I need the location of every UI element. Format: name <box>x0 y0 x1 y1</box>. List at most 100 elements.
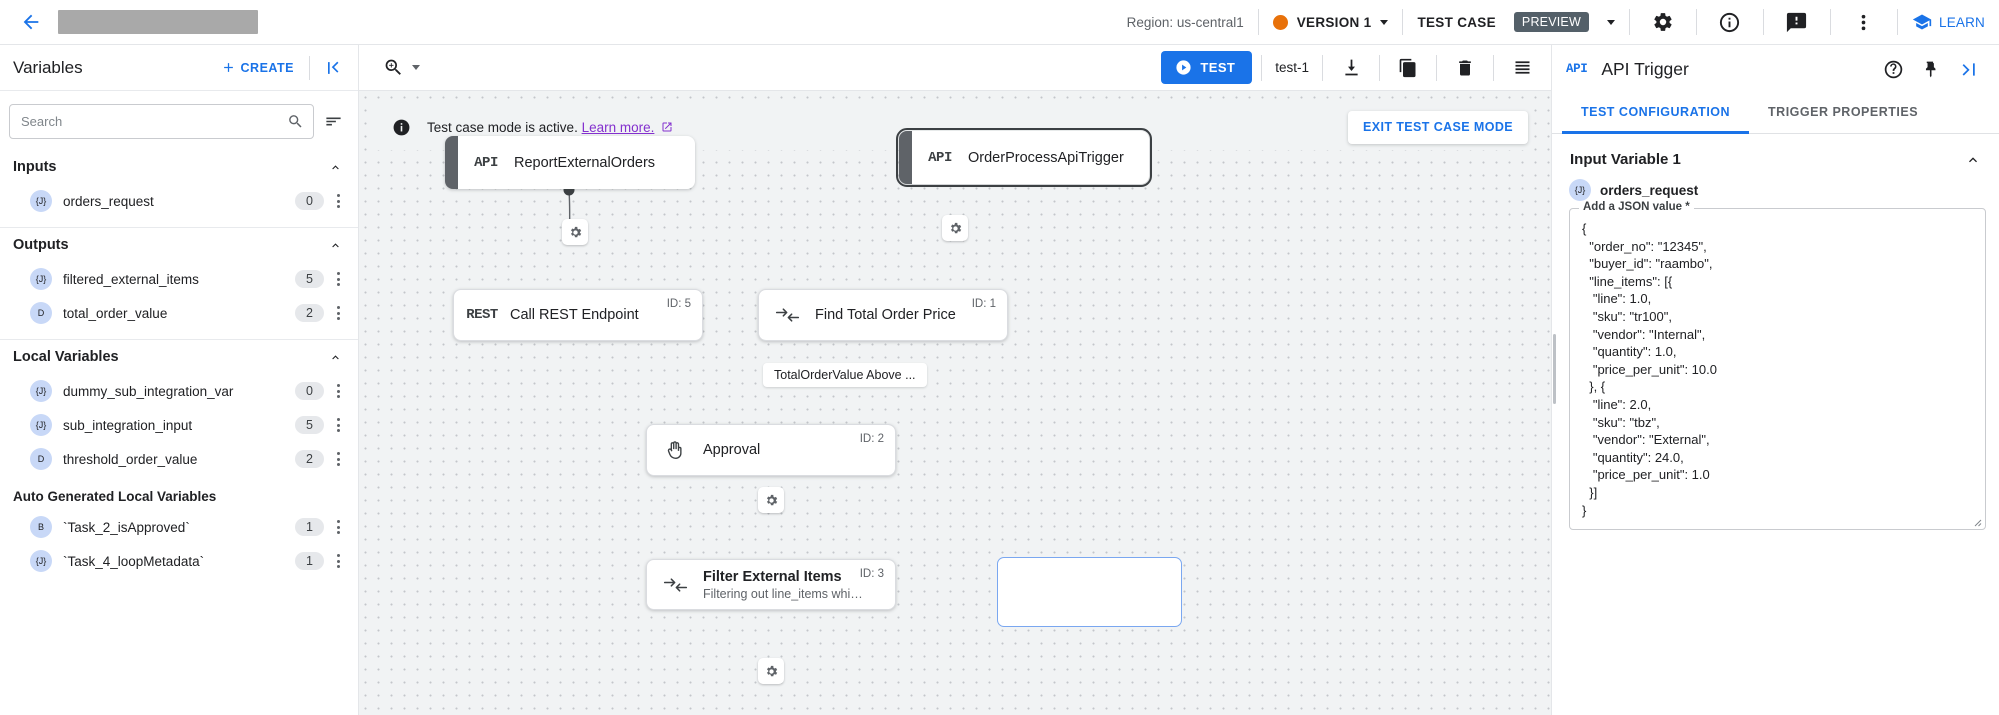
variable-item[interactable]: {J} `Task_4_loopMetadata` 1 <box>0 544 358 578</box>
pin-icon[interactable] <box>1912 50 1950 88</box>
input-variable-row: {J} orders_request <box>1565 179 1986 208</box>
sort-filter-icon[interactable] <box>320 108 347 135</box>
download-icon[interactable] <box>1332 49 1370 87</box>
info-icon[interactable] <box>1711 3 1749 41</box>
back-arrow-icon[interactable] <box>14 5 48 39</box>
variable-name: sub_integration_input <box>63 417 193 433</box>
banner-text: Test case mode is active. Learn more. <box>427 120 673 135</box>
variables-list[interactable]: Inputs {J} orders_request 0 Outputs <box>0 150 358 715</box>
variable-item[interactable]: {J} orders_request 0 <box>0 184 358 218</box>
node-approval[interactable]: Approval ID: 2 <box>646 424 896 476</box>
test-button-label: TEST <box>1200 60 1236 75</box>
edge-settings-gear-icon[interactable] <box>942 215 968 241</box>
more-vert-icon[interactable] <box>1845 3 1883 41</box>
chevron-down-icon <box>412 65 420 70</box>
edge-settings-gear-icon[interactable] <box>758 658 784 684</box>
divider <box>1257 9 1259 35</box>
variable-more-icon[interactable] <box>331 269 345 289</box>
workflow-canvas[interactable]: Test case mode is active. Learn more. EX… <box>359 91 1551 715</box>
selected-region-box[interactable] <box>997 557 1182 627</box>
variable-item[interactable]: D threshold_order_value 2 <box>0 442 358 476</box>
create-variable-button[interactable]: CREATE <box>216 55 299 80</box>
top-app-bar: Region: us-central1 VERSION 1 TEST CASE … <box>0 0 1999 45</box>
node-filter-external-items[interactable]: Filter External Items Filtering out line… <box>646 559 896 610</box>
divider <box>1261 54 1263 81</box>
variables-section-local: Local Variables {J} dummy_sub_integratio… <box>0 340 358 476</box>
collapse-left-panel-icon[interactable] <box>320 55 346 81</box>
gear-icon[interactable] <box>1644 3 1682 41</box>
zoom-control[interactable] <box>375 52 428 83</box>
list-icon[interactable] <box>1503 49 1541 87</box>
section-header-inputs[interactable]: Inputs <box>0 150 358 184</box>
variable-item[interactable]: {J} sub_integration_input 5 <box>0 408 358 442</box>
variable-more-icon[interactable] <box>331 415 345 435</box>
resize-grip-icon[interactable] <box>1972 517 1982 527</box>
copy-icon[interactable] <box>1389 49 1427 87</box>
node-report-external-orders[interactable]: API ReportExternalOrders <box>445 136 695 189</box>
edge-settings-gear-icon[interactable] <box>758 487 784 513</box>
help-icon[interactable] <box>1874 50 1912 88</box>
node-order-process-api-trigger[interactable]: API OrderProcessApiTrigger <box>896 128 1152 187</box>
variable-more-icon[interactable] <box>331 517 345 537</box>
variable-item[interactable]: D total_order_value 2 <box>0 296 358 330</box>
learn-label: LEARN <box>1938 14 1985 30</box>
canvas-area: TEST test-1 <box>359 45 1551 715</box>
json-value-text[interactable]: { "order_no": "12345", "buyer_id": "raam… <box>1582 221 1717 518</box>
variable-more-icon[interactable] <box>331 449 345 469</box>
tab-test-configuration[interactable]: TEST CONFIGURATION <box>1562 93 1750 134</box>
variables-section-inputs: Inputs {J} orders_request 0 <box>0 150 358 228</box>
variable-more-icon[interactable] <box>331 191 345 211</box>
exit-test-case-mode-button[interactable]: EXIT TEST CASE MODE <box>1348 110 1528 144</box>
edge-settings-gear-icon[interactable] <box>562 219 588 245</box>
variables-panel-header: Variables CREATE <box>0 45 358 91</box>
collapse-right-panel-icon[interactable] <box>1950 50 1988 88</box>
section-header-outputs[interactable]: Outputs <box>0 228 358 262</box>
mapping-icon <box>759 306 815 324</box>
delete-icon[interactable] <box>1446 49 1484 87</box>
plus-icon <box>223 63 233 72</box>
section-title: Outputs <box>13 237 69 253</box>
version-selector[interactable]: VERSION 1 <box>1272 14 1389 30</box>
divider <box>1628 9 1630 35</box>
tab-trigger-properties[interactable]: TRIGGER PROPERTIES <box>1768 105 1919 119</box>
node-id: ID: 5 <box>666 298 691 310</box>
variable-type-badge: {J} <box>30 414 52 436</box>
variable-more-icon[interactable] <box>331 551 345 571</box>
node-find-total-order-price[interactable]: Find Total Order Price ID: 1 <box>758 289 1008 341</box>
test-case-selector[interactable]: TEST CASE PREVIEW <box>1417 12 1615 32</box>
test-button[interactable]: TEST <box>1161 51 1253 84</box>
variable-item[interactable]: B `Task_2_isApproved` 1 <box>0 510 358 544</box>
banner-message: Test case mode is active. <box>427 119 578 135</box>
region-label: Region: us-central1 <box>1126 14 1244 30</box>
node-title: Approval <box>703 442 761 458</box>
node-call-rest-endpoint[interactable]: REST Call REST Endpoint ID: 5 <box>453 289 703 341</box>
section-title: Auto Generated Local Variables <box>13 489 217 504</box>
panel-scrollbar[interactable] <box>1553 334 1556 404</box>
variable-item[interactable]: {J} dummy_sub_integration_var 0 <box>0 374 358 408</box>
variable-count: 0 <box>295 382 324 400</box>
edge-condition-label[interactable]: TotalOrderValue Above ... <box>763 363 927 387</box>
search-input[interactable] <box>21 114 287 129</box>
divider <box>1379 54 1380 81</box>
variable-more-icon[interactable] <box>331 303 345 323</box>
input-variable-header[interactable]: Input Variable 1 <box>1565 134 1986 179</box>
divider <box>1402 9 1404 35</box>
node-type-badge: API <box>474 154 498 171</box>
node-body: Filter External Items Filtering out line… <box>703 569 895 601</box>
variable-item[interactable]: {J} filtered_external_items 5 <box>0 262 358 296</box>
variable-more-icon[interactable] <box>331 381 345 401</box>
api-trigger-panel: API API Trigger TEST CONFIGURATION TRIGG… <box>1551 45 1999 715</box>
variables-section-auto-generated: Auto Generated Local Variables B `Task_2… <box>0 476 358 578</box>
search-input-wrapper[interactable] <box>9 104 314 139</box>
hand-icon <box>647 439 703 461</box>
chevron-up-icon <box>1969 156 1977 162</box>
feedback-icon[interactable] <box>1778 3 1816 41</box>
learn-button[interactable]: LEARN <box>1912 12 1985 32</box>
variable-name: filtered_external_items <box>63 271 199 287</box>
json-value-field[interactable]: Add a JSON value * { "order_no": "12345"… <box>1569 201 1986 531</box>
variable-count: 1 <box>295 518 324 536</box>
learn-more-link[interactable]: Learn more. <box>581 119 655 135</box>
preview-badge: PREVIEW <box>1513 12 1589 32</box>
section-header-local-variables[interactable]: Local Variables <box>0 340 358 374</box>
node-title: Find Total Order Price <box>815 307 956 323</box>
